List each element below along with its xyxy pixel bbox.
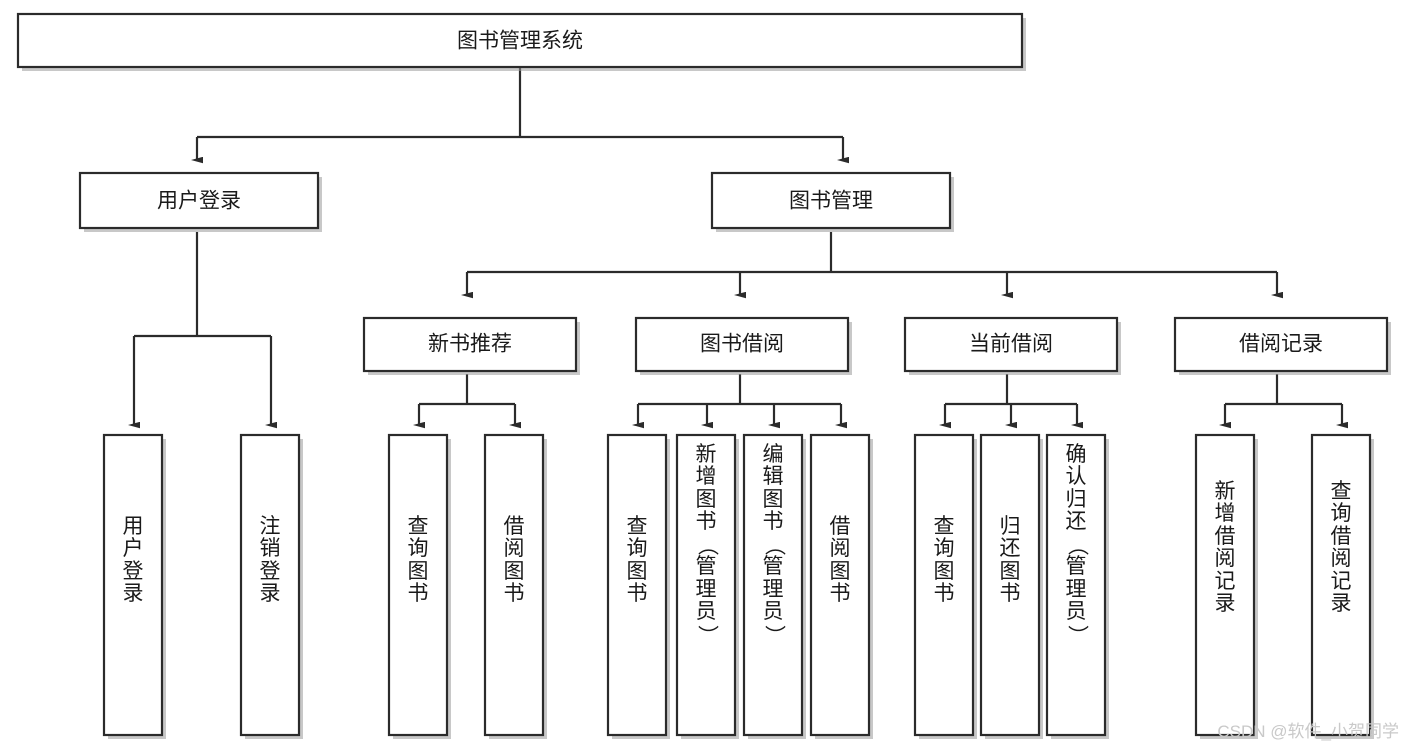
node-root[interactable]: 图书管理系统 bbox=[16, 12, 1026, 71]
connector-current-borrow-to-leaves bbox=[939, 374, 1083, 429]
node-book-management-label: 图书管理 bbox=[789, 190, 873, 213]
node-new-book-recommend-label: 新书推荐 bbox=[428, 333, 512, 356]
connector-new-book-recommend-to-leaves bbox=[413, 374, 521, 429]
node-user-login[interactable]: 用户登录 bbox=[78, 171, 322, 232]
leaf-node-add-book[interactable] bbox=[675, 433, 739, 739]
leaf-node-query-book-3[interactable] bbox=[913, 433, 977, 739]
leaf-node-borrow-book-1[interactable] bbox=[483, 433, 547, 739]
node-book-management[interactable]: 图书管理 bbox=[710, 171, 954, 232]
connector-borrow-record-to-leaves bbox=[1219, 374, 1348, 429]
node-new-book-recommend[interactable]: 新书推荐 bbox=[362, 316, 580, 375]
leaf-node-query-book-2[interactable] bbox=[606, 433, 670, 739]
node-current-borrow[interactable]: 当前借阅 bbox=[903, 316, 1121, 375]
node-user-login-label: 用户登录 bbox=[157, 190, 241, 213]
node-borrow-record[interactable]: 借阅记录 bbox=[1173, 316, 1391, 375]
leaf-node-edit-book[interactable] bbox=[742, 433, 806, 739]
connector-user-login-to-leaves bbox=[128, 232, 277, 429]
node-book-borrow[interactable]: 图书借阅 bbox=[634, 316, 852, 375]
node-root-label: 图书管理系统 bbox=[457, 30, 583, 53]
csdn-watermark: CSDN @软件_小贺同学 bbox=[1217, 722, 1399, 741]
connector-root-to-level2 bbox=[191, 67, 849, 164]
node-book-borrow-label: 图书借阅 bbox=[700, 333, 784, 356]
leaf-node-user-logout[interactable] bbox=[239, 433, 303, 739]
leaf-node-user-login[interactable] bbox=[102, 433, 166, 739]
leaf-node-query-book-1[interactable] bbox=[387, 433, 451, 739]
node-current-borrow-label: 当前借阅 bbox=[969, 333, 1053, 356]
leaf-node-borrow-book-2[interactable] bbox=[809, 433, 873, 739]
connector-book-borrow-to-leaves bbox=[632, 374, 847, 429]
node-borrow-record-label: 借阅记录 bbox=[1239, 333, 1323, 356]
leaf-node-confirm-return[interactable] bbox=[1045, 433, 1109, 739]
connector-book-management-to-level3 bbox=[461, 232, 1283, 299]
leaf-node-query-record[interactable] bbox=[1310, 433, 1374, 739]
leaf-node-add-record[interactable] bbox=[1194, 433, 1258, 739]
leaf-node-return-book[interactable] bbox=[979, 433, 1043, 739]
